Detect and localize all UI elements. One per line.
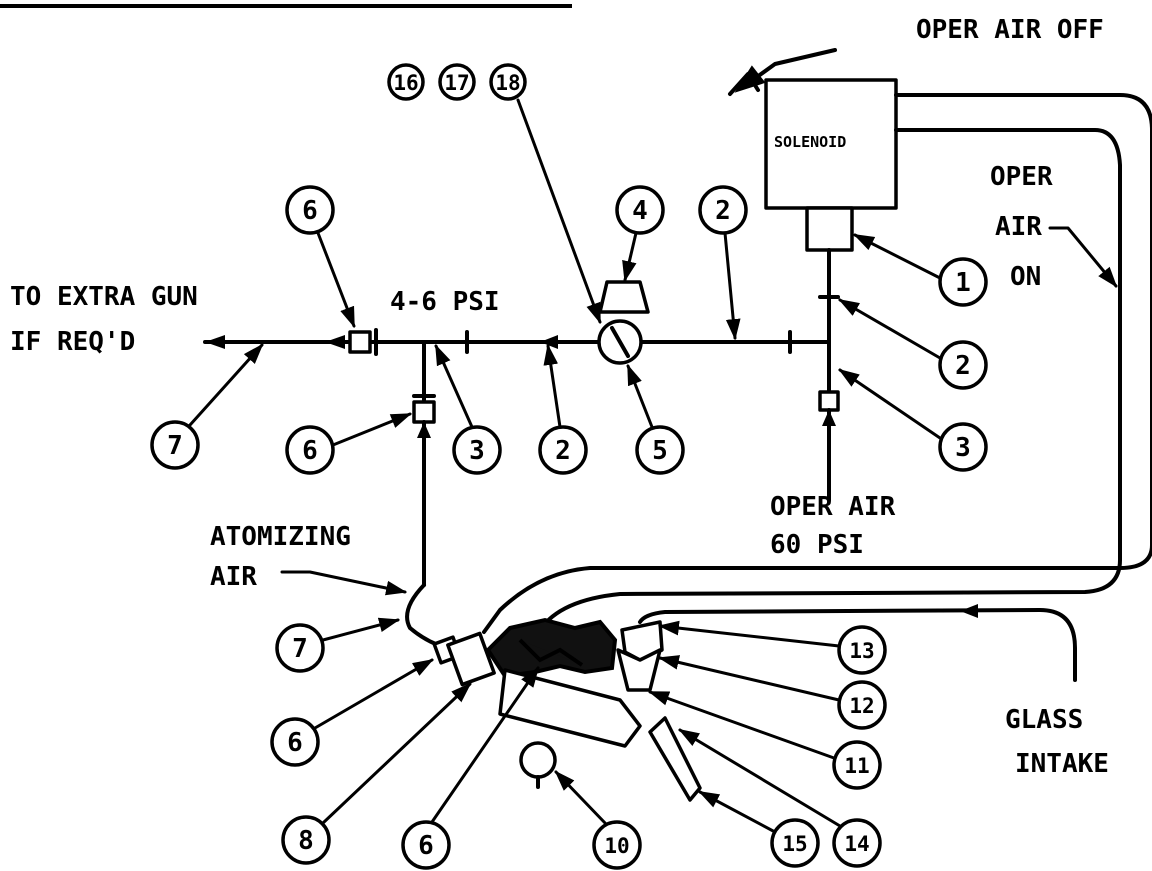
svg-text:13: 13 — [849, 639, 874, 663]
solenoid-label: SOLENOID — [774, 133, 846, 151]
callout-3-mid: 3 — [452, 425, 502, 475]
callout-4: 4 — [615, 185, 665, 235]
callout-17: 17 — [438, 63, 476, 101]
callout-11: 11 — [832, 740, 882, 790]
svg-text:12: 12 — [849, 694, 874, 718]
callout-5: 5 — [635, 425, 685, 475]
svg-text:6: 6 — [287, 728, 303, 758]
callout-6-lower-left: 6 — [270, 717, 320, 767]
svg-text:10: 10 — [604, 834, 629, 858]
callout-10: 10 — [592, 820, 642, 870]
svg-text:6: 6 — [418, 831, 434, 861]
svg-text:4: 4 — [632, 196, 648, 226]
callout-15: 15 — [770, 818, 820, 868]
spray-gun-assembly — [432, 617, 702, 802]
svg-text:5: 5 — [652, 436, 668, 466]
oper-air-off-label: OPER AIR OFF — [916, 15, 1104, 45]
oper-air-60-label-1: OPER AIR — [770, 492, 896, 522]
fitting-6-main — [348, 330, 372, 354]
svg-text:6: 6 — [302, 436, 318, 466]
oper-air-on-label-1: OPER — [990, 162, 1053, 192]
oper-air-60-label-2: 60 PSI — [770, 530, 864, 560]
hose-oper-air-on — [538, 128, 1122, 632]
svg-text:11: 11 — [844, 754, 869, 778]
callout-1: 1 — [938, 257, 988, 307]
oper-air-off-arrow — [728, 48, 837, 96]
to-extra-gun-label-2: IF REQ'D — [10, 327, 135, 357]
svg-text:16: 16 — [393, 71, 418, 95]
callout-6-mid: 6 — [285, 425, 335, 475]
callout-2-right: 2 — [938, 340, 988, 390]
fitting-6-branch — [412, 400, 436, 424]
callout-16: 16 — [387, 63, 425, 101]
callout-13: 13 — [837, 625, 887, 675]
glass-intake-label-1: GLASS — [1005, 705, 1083, 735]
callout-7-lower: 7 — [275, 623, 325, 673]
callout-2-top: 2 — [698, 185, 748, 235]
callout-8: 8 — [281, 815, 331, 865]
atomizing-air-label-2: AIR — [210, 562, 257, 592]
svg-text:18: 18 — [495, 71, 520, 95]
callout-2-mid: 2 — [538, 425, 588, 475]
oper-air-on-label-3: ON — [1010, 262, 1041, 292]
svg-text:3: 3 — [955, 433, 971, 463]
callout-3-right: 3 — [938, 422, 988, 472]
svg-text:17: 17 — [444, 71, 469, 95]
hose-oper-air-off — [482, 93, 1152, 634]
callout-12: 12 — [837, 680, 887, 730]
svg-text:2: 2 — [715, 196, 731, 226]
svg-text:2: 2 — [955, 351, 971, 381]
callout-14: 14 — [832, 818, 882, 868]
glass-intake-label-2: INTAKE — [1015, 749, 1109, 779]
atomizing-air-label-1: ATOMIZING — [210, 522, 351, 552]
svg-text:7: 7 — [167, 431, 183, 461]
oper-air-on-label-2: AIR — [995, 212, 1042, 242]
callout-18: 18 — [489, 63, 527, 101]
callout-6-bottom: 6 — [401, 820, 451, 870]
svg-text:14: 14 — [844, 832, 869, 856]
pressure-regulator — [597, 280, 650, 365]
svg-text:15: 15 — [782, 832, 807, 856]
svg-text:3: 3 — [469, 436, 485, 466]
svg-text:2: 2 — [555, 436, 571, 466]
svg-text:8: 8 — [298, 826, 314, 856]
callout-7-left: 7 — [150, 420, 200, 470]
svg-text:1: 1 — [955, 268, 971, 298]
to-extra-gun-label-1: TO EXTRA GUN — [10, 282, 198, 312]
svg-text:7: 7 — [292, 634, 308, 664]
solenoid: SOLENOID — [764, 78, 898, 252]
svg-text:6: 6 — [302, 196, 318, 226]
callout-6-top: 6 — [285, 185, 335, 235]
psi-4-6-label: 4-6 PSI — [390, 287, 500, 317]
